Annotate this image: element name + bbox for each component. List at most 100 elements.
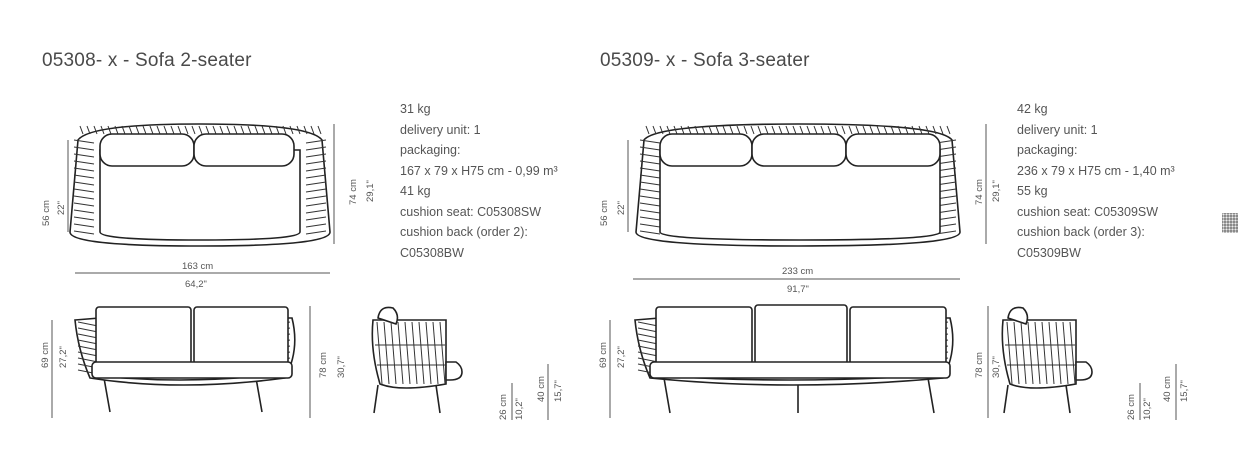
weave-strand bbox=[848, 125, 853, 135]
grid-handle-icon[interactable] bbox=[1222, 213, 1238, 233]
svg-text:15,7": 15,7" bbox=[1179, 380, 1190, 402]
weave-strand bbox=[813, 125, 818, 135]
svg-text:30,7": 30,7" bbox=[991, 356, 1002, 378]
gross-weight: 41 kg bbox=[400, 184, 431, 198]
cushion-back-code: C05309BW bbox=[1017, 245, 1081, 260]
weave-strand bbox=[869, 125, 874, 135]
weave-strand bbox=[107, 125, 112, 135]
weave-strand bbox=[305, 216, 327, 221]
weave-strand bbox=[904, 125, 909, 135]
weave-strand bbox=[73, 160, 95, 165]
svg-text:233 cm: 233 cm bbox=[782, 266, 813, 277]
dimension-leg-height-2: 26 cm 10,2" bbox=[498, 383, 525, 420]
dimension-width-2: 163 cm 64,2" bbox=[75, 261, 330, 290]
weave-strand bbox=[77, 321, 99, 327]
weave-strand bbox=[93, 125, 98, 135]
weave-strand bbox=[764, 125, 769, 135]
weave-strand bbox=[666, 125, 671, 135]
weave-strand bbox=[77, 357, 99, 363]
weave-strand bbox=[73, 195, 95, 200]
weave-strand bbox=[305, 181, 327, 186]
svg-text:64,2": 64,2" bbox=[185, 279, 207, 290]
weave-strand bbox=[778, 125, 783, 135]
weave-strand bbox=[305, 209, 327, 214]
weave-strand bbox=[855, 125, 860, 135]
weave-strand bbox=[637, 333, 659, 339]
weave-strand bbox=[652, 125, 657, 135]
weave-strand bbox=[1069, 321, 1076, 385]
weave-strand bbox=[73, 202, 95, 207]
weave-strand bbox=[73, 188, 95, 193]
weave-strand bbox=[305, 188, 327, 193]
product-info-3-seater: 42 kg delivery unit: 1 packaging: 236 x … bbox=[1017, 99, 1175, 263]
weave-strand bbox=[296, 125, 301, 135]
weave-strand bbox=[305, 167, 327, 172]
weave-strand bbox=[639, 167, 661, 172]
svg-text:27,2": 27,2" bbox=[616, 346, 627, 368]
dimension-top-depth-2: 74 cm 29,1" bbox=[333, 124, 376, 244]
weave-strand bbox=[254, 125, 259, 135]
weave-strand bbox=[637, 327, 659, 333]
weave-strand bbox=[303, 125, 308, 135]
product-title-3-seater: 05309- x - Sofa 3-seater bbox=[600, 50, 810, 71]
weave-strand bbox=[305, 174, 327, 179]
weave-strand bbox=[191, 125, 196, 135]
product-title-2-seater: 05308- x - Sofa 2-seater bbox=[42, 50, 252, 71]
weave-strand bbox=[383, 321, 390, 385]
weave-strand bbox=[946, 125, 951, 135]
svg-text:26 cm: 26 cm bbox=[1126, 394, 1137, 420]
weave-strand bbox=[77, 333, 99, 339]
weave-strand bbox=[639, 160, 661, 165]
cushion-seat: cushion seat: C05309SW bbox=[1017, 204, 1159, 219]
weave-strand bbox=[305, 230, 327, 235]
weave-strand bbox=[673, 125, 678, 135]
weave-strand bbox=[785, 125, 790, 135]
cushion-back-label: cushion back (order 2): bbox=[400, 225, 528, 239]
weave-strand bbox=[233, 125, 238, 135]
weave-strand bbox=[261, 125, 266, 135]
sofa-3-side-view bbox=[1001, 306, 1093, 414]
weave-strand bbox=[73, 223, 95, 228]
weave-strand bbox=[268, 125, 273, 135]
weave-strand bbox=[645, 125, 650, 135]
product-info-2-seater: 31 kg delivery unit: 1 packaging: 167 x … bbox=[400, 99, 558, 263]
weave-strand bbox=[827, 125, 832, 135]
packaging-dimensions: 236 x 79 x H75 cm - 1,40 m³ bbox=[1017, 163, 1175, 178]
weave-strand bbox=[736, 125, 741, 135]
sofa-2-side-view bbox=[371, 306, 463, 414]
weave-strand bbox=[939, 125, 944, 135]
weave-strand bbox=[639, 174, 661, 179]
weave-strand bbox=[639, 216, 661, 221]
weave-strand bbox=[841, 125, 846, 135]
weave-strand bbox=[722, 125, 727, 135]
weave-strand bbox=[639, 139, 661, 144]
weight: 42 kg bbox=[1017, 102, 1048, 116]
weave-strand bbox=[219, 125, 224, 135]
svg-text:22": 22" bbox=[616, 201, 627, 215]
svg-text:30,7": 30,7" bbox=[336, 356, 347, 378]
packaging-label: packaging: bbox=[400, 143, 461, 157]
weave-strand bbox=[305, 160, 327, 165]
weave-strand bbox=[432, 321, 439, 385]
weave-strand bbox=[212, 125, 217, 135]
weave-strand bbox=[1027, 321, 1034, 385]
sofa-2-front-view bbox=[74, 306, 296, 413]
weave-strand bbox=[121, 125, 126, 135]
weave-strand bbox=[205, 125, 210, 135]
weave-strand bbox=[77, 327, 99, 333]
weave-strand bbox=[184, 125, 189, 135]
cushion-back-label: cushion back (order 3): bbox=[1017, 225, 1145, 239]
weave-strand bbox=[897, 125, 902, 135]
sofa-3-front-view bbox=[634, 304, 954, 414]
weave-strand bbox=[73, 146, 95, 151]
weave-strand bbox=[659, 125, 664, 135]
cushion-seat: cushion seat: C05308SW bbox=[400, 204, 542, 219]
weave-strand bbox=[73, 209, 95, 214]
weave-strand bbox=[305, 195, 327, 200]
svg-text:40 cm: 40 cm bbox=[1162, 376, 1173, 402]
dimension-top-depth-3: 74 cm 29,1" bbox=[974, 124, 1002, 244]
weave-strand bbox=[1041, 321, 1048, 385]
dimension-arm-height-2: 69 cm 27,2" bbox=[40, 320, 69, 418]
weave-strand bbox=[792, 125, 797, 135]
svg-text:56 cm: 56 cm bbox=[599, 200, 610, 226]
